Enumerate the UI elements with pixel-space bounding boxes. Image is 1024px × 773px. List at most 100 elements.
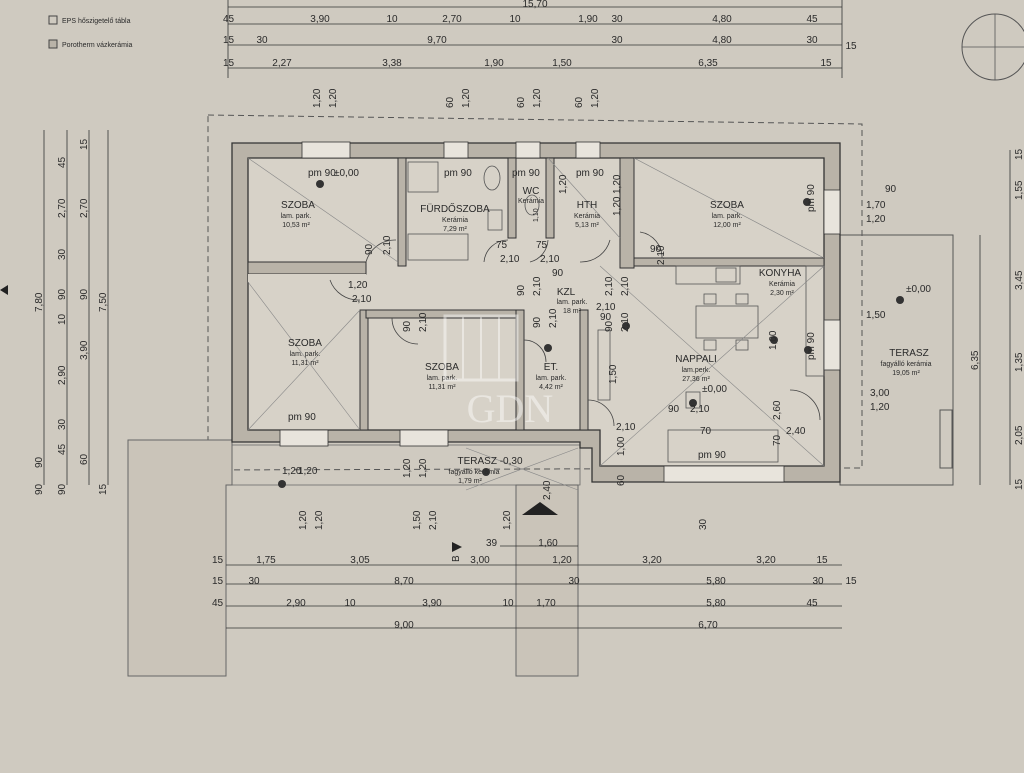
door-dim-label: 2,60 <box>772 400 783 420</box>
dim-label: 1,50 <box>552 58 572 69</box>
room-name: ET. <box>544 362 558 373</box>
dim-label: 4,80 <box>712 14 732 25</box>
dim-label: 2,90 <box>286 598 306 609</box>
door-dim-label: 1,20 <box>558 174 569 194</box>
dim-label: 2,70 <box>57 198 68 218</box>
room-floor: fagyálló kerámia <box>881 361 932 368</box>
left-dimension-lines <box>43 130 109 485</box>
room-area: 19,05 m² <box>892 370 920 377</box>
dim-label: 3,20 <box>756 555 776 566</box>
door-dim-label: 1,20 <box>348 280 368 291</box>
dim-label: 45 <box>806 14 818 25</box>
door-dim-label: 2,10 <box>656 245 667 265</box>
dim-label: 15 <box>212 555 224 566</box>
kitchen-fixtures <box>675 265 825 377</box>
room-furdoszoba: FÜRDŐSZOBA Kerámia 7,29 m² <box>420 201 490 233</box>
dim-label: 60 <box>445 96 456 108</box>
dim-label: 3,90 <box>79 340 90 360</box>
entry-arrow-icon <box>522 502 558 515</box>
dim-label: 6,35 <box>698 58 718 69</box>
diagonal-lines <box>247 157 825 491</box>
dim-label: 60 <box>574 96 585 108</box>
room-floor: lam. park. <box>536 375 567 382</box>
left-dim-column: 45 2,70 2,70 30 90 90 10 3,90 2,90 30 60… <box>34 138 109 495</box>
room-name: HTH <box>577 200 598 211</box>
exterior-walls <box>231 142 841 483</box>
dim-label: 15 <box>79 138 90 150</box>
room-floor: lam. park. <box>281 213 312 220</box>
dim-label: 60 <box>79 453 90 465</box>
door-dim-label: 90 <box>516 284 527 296</box>
bottom-dim-row-2: 15 30 8,70 30 5,80 30 15 <box>212 576 857 587</box>
dim-label: 3,20 <box>642 555 662 566</box>
door-dim-label: 75 <box>536 240 548 251</box>
dim-label: 45 <box>212 598 224 609</box>
door-dim-label: 3,00 <box>870 388 890 399</box>
room-name: SZOBA <box>710 200 744 211</box>
level-label: pm 90 <box>698 450 726 461</box>
door-dim-label: 2,10 <box>428 510 439 530</box>
right-dimension-lines <box>979 150 1011 485</box>
room-name: KONYHA <box>759 268 802 279</box>
legend-porotherm-swatch <box>48 39 58 49</box>
room-name: FÜRDŐSZOBA <box>420 201 490 215</box>
dim-label: 2,70 <box>79 198 90 218</box>
bottom-dimension-lines <box>226 545 842 629</box>
room-name: TERASZ <box>889 348 928 359</box>
dim-label: 10 <box>344 598 356 609</box>
room-szoba-1: SZOBA lam. park. 10,53 m² <box>281 200 316 229</box>
dim-label: 30 <box>568 576 580 587</box>
left-outer-dim: 7,50 <box>98 292 109 312</box>
dim-label: 10 <box>509 14 521 25</box>
room-area: 1,10 <box>533 208 540 222</box>
dim-label: 45 <box>57 156 68 168</box>
dim-label: 1,20 <box>461 88 472 108</box>
level-label: pm 90 <box>308 168 336 179</box>
room-floor: Kerámia <box>574 213 600 220</box>
room-name: SZOBA <box>288 338 322 349</box>
section-arrow-left-icon <box>0 285 8 295</box>
watermark-logo: GDN <box>443 314 553 431</box>
door-dim-label: 90 <box>604 320 615 332</box>
level-label: pm 90 <box>806 332 817 360</box>
dim-label: 45 <box>57 443 68 455</box>
dim-label: 2,70 <box>442 14 462 25</box>
room-floor: Kerámia <box>518 198 544 205</box>
room-terasz-front: TERASZ -0,30 fagyálló kerámia 1,79 m² <box>449 456 523 485</box>
door-dim-label: 75 <box>496 240 508 251</box>
door-dim-label: 2,10 <box>548 308 559 328</box>
dim-label: 10 <box>502 598 514 609</box>
dim-label: 30 <box>57 418 68 430</box>
top-dim-row-3: 15 2,27 3,38 1,90 1,50 6,35 15 <box>223 58 832 69</box>
left-outer-dim: 7,80 <box>34 292 45 312</box>
dim-label: 90 <box>34 483 45 495</box>
room-terasz-right: TERASZ fagyálló kerámia 19,05 m² <box>881 348 932 377</box>
room-area: 27,36 m² <box>682 376 710 383</box>
door-dim-label: 1,20 <box>866 214 886 225</box>
room-konyha: KONYHA Kerámia 2,30 m² <box>759 268 802 297</box>
dim-label: 1,20 <box>328 88 339 108</box>
top-dim-row-2: 15 30 9,70 30 4,80 30 15 <box>223 35 857 52</box>
door-dim-label: 1,70 <box>866 200 886 211</box>
dim-label: 30 <box>611 14 623 25</box>
dim-label: 90 <box>57 288 68 300</box>
dim-label: 90 <box>79 288 90 300</box>
dim-label: 1,20 <box>312 88 323 108</box>
dim-label: 15 <box>845 41 857 52</box>
door-dim-label: 1,20 <box>298 510 309 530</box>
level-markers <box>278 180 904 488</box>
room-name: TERASZ -0,30 <box>457 456 522 467</box>
door-dim-label: 90 <box>650 244 662 255</box>
dim-label: 15 <box>845 576 857 587</box>
room-szoba-2: SZOBA lam. park. 12,00 m² <box>710 200 744 229</box>
dim-label: 15 <box>212 576 224 587</box>
door-dim-label: 2,10 <box>616 422 636 433</box>
door-dim-label: 70 <box>700 426 712 437</box>
room-area: 1,79 m² <box>458 478 482 485</box>
dim-label: 15 <box>1014 148 1024 160</box>
room-area: 10,53 m² <box>282 222 310 229</box>
room-hth: HTH Kerámia 5,13 m² <box>574 200 600 229</box>
dim-label: 10 <box>386 14 398 25</box>
dim-label: 1,90 <box>578 14 598 25</box>
